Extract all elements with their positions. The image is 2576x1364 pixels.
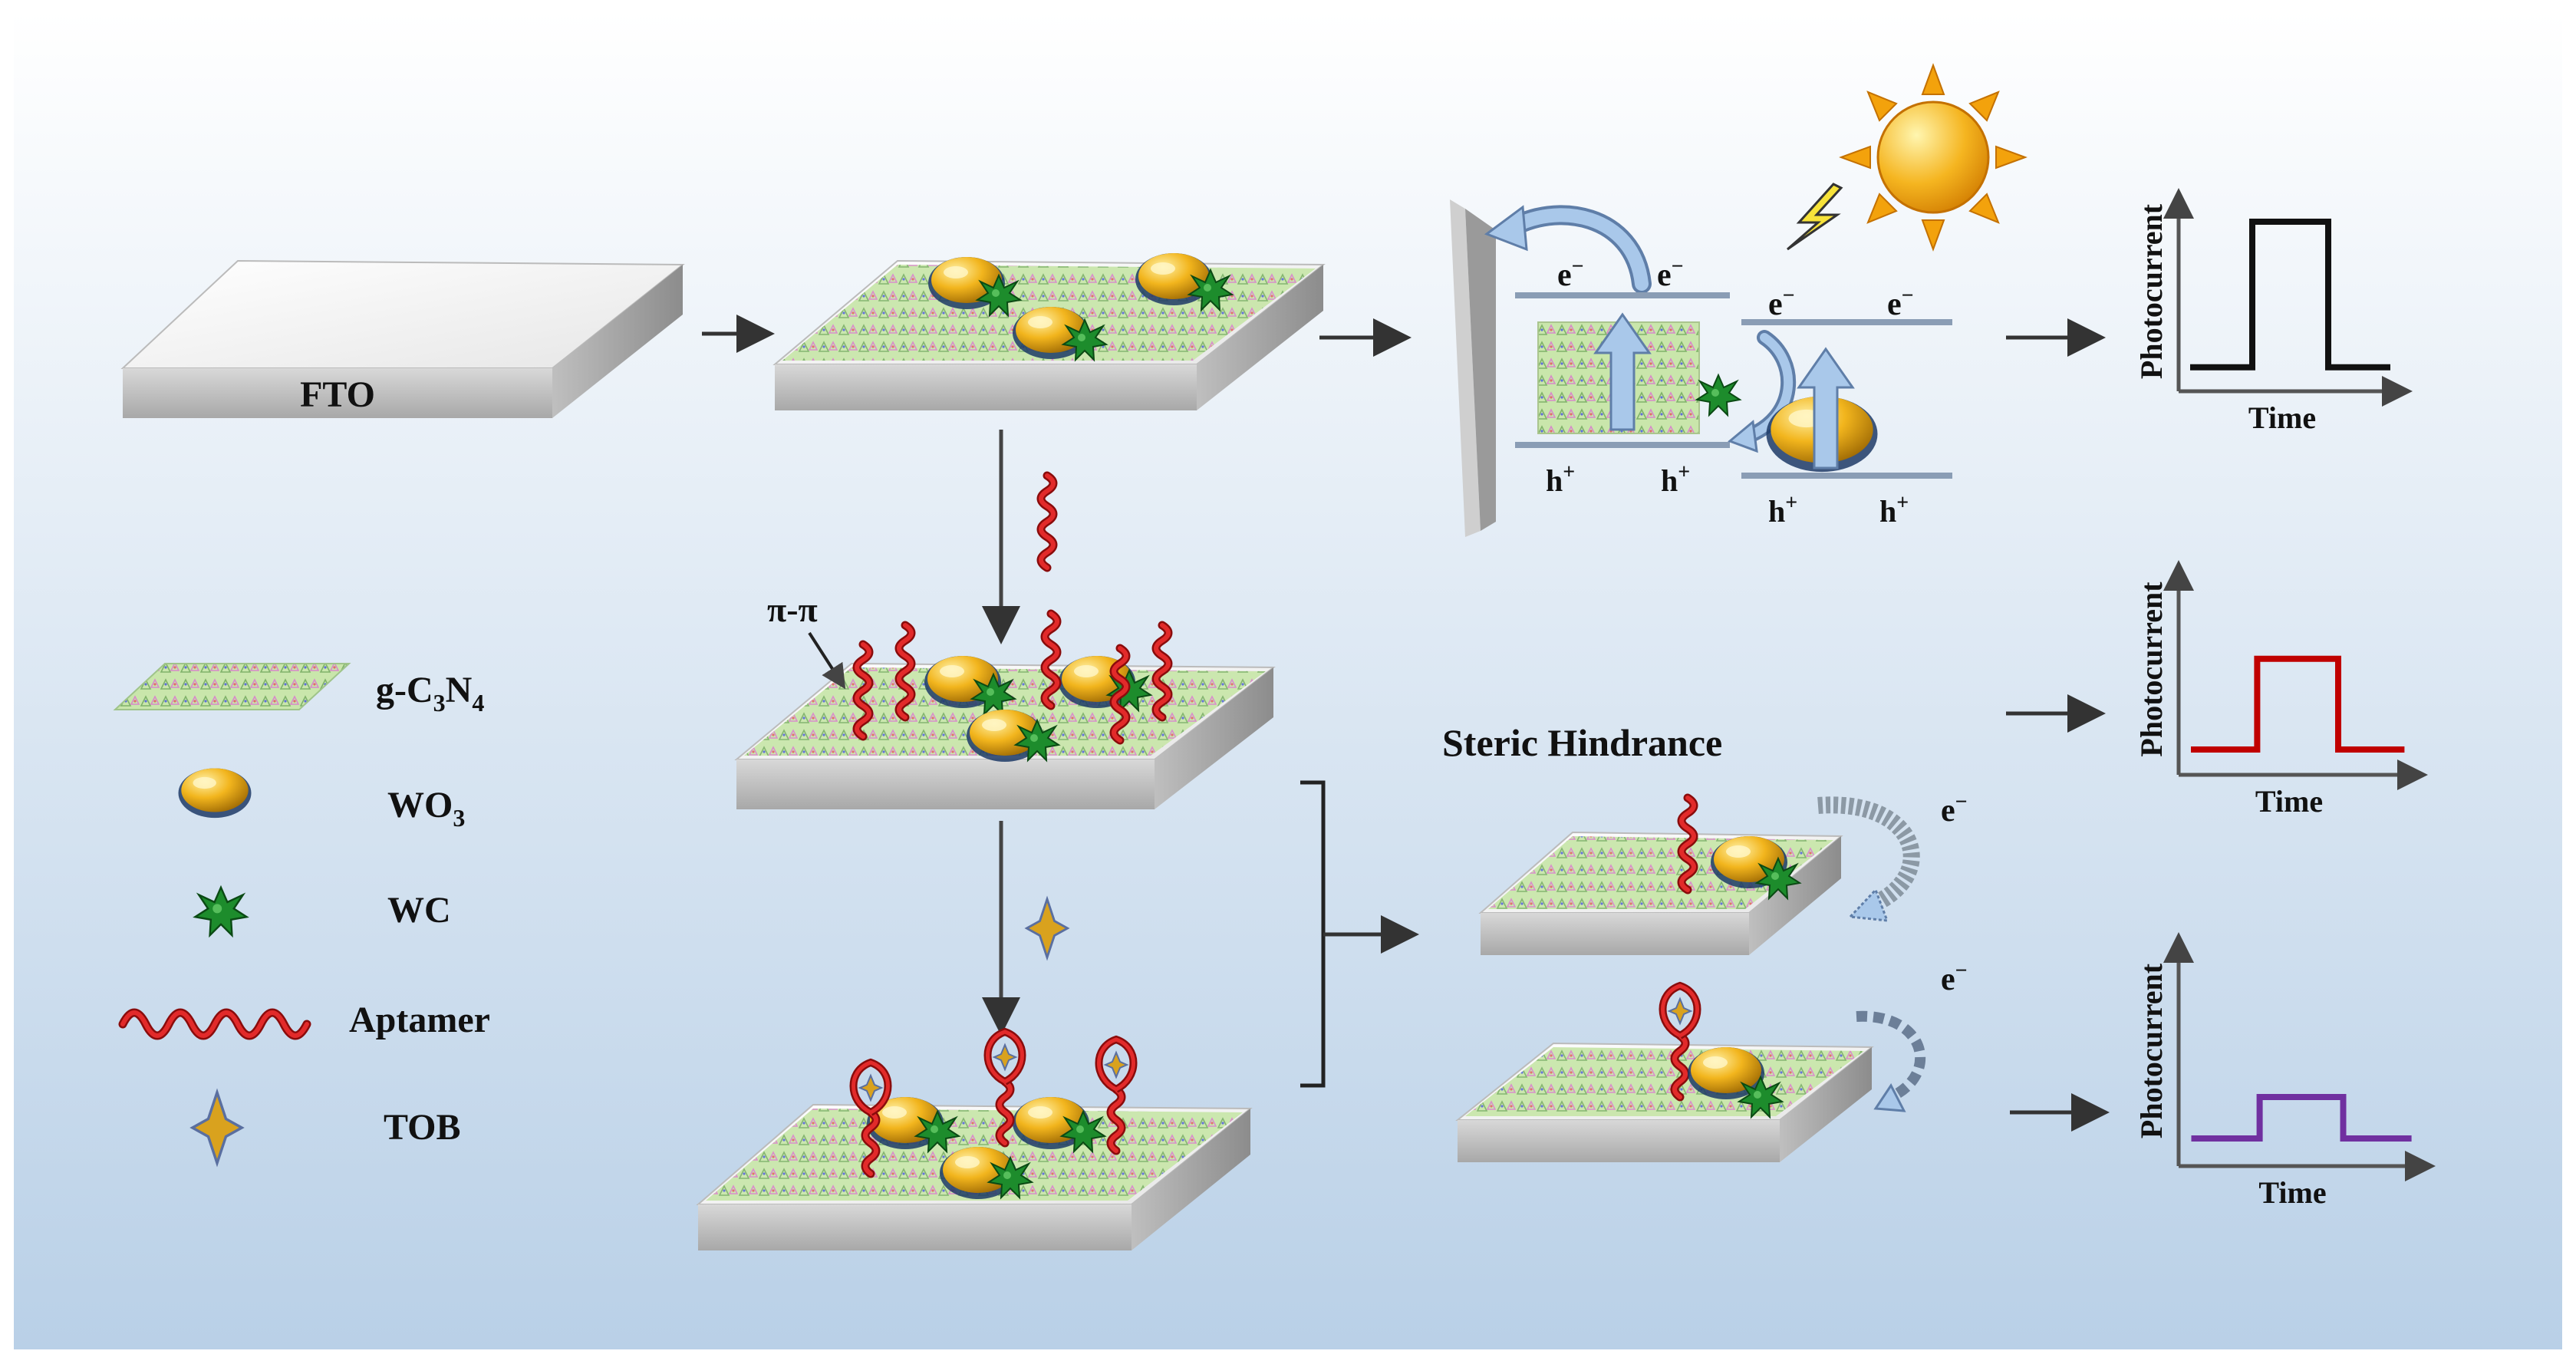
plot-y-label: Photocurrent (2134, 582, 2169, 757)
pi-pi-pointer (808, 631, 846, 690)
excitation-arrow (1593, 312, 1652, 431)
tob-bound-electrode-slab (696, 1032, 1253, 1250)
electron-label: e− (1941, 959, 1968, 997)
legend: g-C3N4 WO3 WC Aptamer TOB (113, 663, 490, 1165)
hole-label: h+ (1661, 460, 1690, 498)
legend-label-wo3: WO3 (387, 785, 465, 832)
plot-x-label: Time (2255, 784, 2323, 819)
electron-label: e− (1887, 284, 1914, 322)
wo3-particle-icon (178, 768, 252, 819)
aptamer-icon (118, 1008, 311, 1040)
steric-hindrance-label: Steric Hindrance (1442, 721, 1722, 764)
photocurrent-trace (2191, 1094, 2412, 1142)
legend-label-aptamer: Aptamer (349, 1000, 490, 1040)
electron-label: e− (1768, 284, 1795, 322)
legend-label-tob: TOB (384, 1107, 461, 1148)
wo3-particle (1135, 253, 1212, 305)
hole-label: h+ (1879, 491, 1909, 529)
fto-label: FTO (300, 374, 375, 415)
plot-x-label: Time (2248, 400, 2316, 435)
photocurrent-plots: PhotocurrentTimePhotocurrentTimePhotocur… (2134, 188, 2436, 1210)
electron-label: e− (1657, 255, 1684, 293)
photocurrent-trace (2190, 219, 2390, 371)
excitation-arrow (1797, 347, 1855, 469)
pi-pi-label: π-π (767, 590, 818, 629)
fto-slab: FTO (120, 259, 685, 418)
steric-slab-aptamer: e− (1478, 790, 1968, 955)
photocurrent-trace (2191, 655, 2405, 753)
hole-label: h+ (1768, 491, 1797, 529)
g-c3n4-sheet-icon (113, 663, 351, 710)
modified-electrode-slab (772, 253, 1326, 410)
steric-slab-tob: e− (1455, 959, 1968, 1162)
lightning-icon (1787, 183, 1843, 251)
band-mechanism: e− e− e− e− h+ h+ h+ h+ (1450, 63, 2028, 537)
background-panel (14, 11, 2562, 1349)
electron-label: e− (1557, 255, 1584, 293)
electron-label: e− (1941, 790, 1968, 829)
legend-label-wc: WC (387, 890, 451, 931)
plot-x-label: Time (2258, 1175, 2326, 1210)
aptamer-electrode-slab (734, 614, 1276, 809)
sun-icon (1839, 63, 2028, 252)
hole-label: h+ (1546, 460, 1575, 498)
plot-y-label: Photocurrent (2134, 203, 2169, 379)
plot-y-label: Photocurrent (2134, 963, 2169, 1138)
aptamer-icon (1041, 476, 1053, 568)
legend-label-gcn: g-C3N4 (376, 670, 484, 717)
